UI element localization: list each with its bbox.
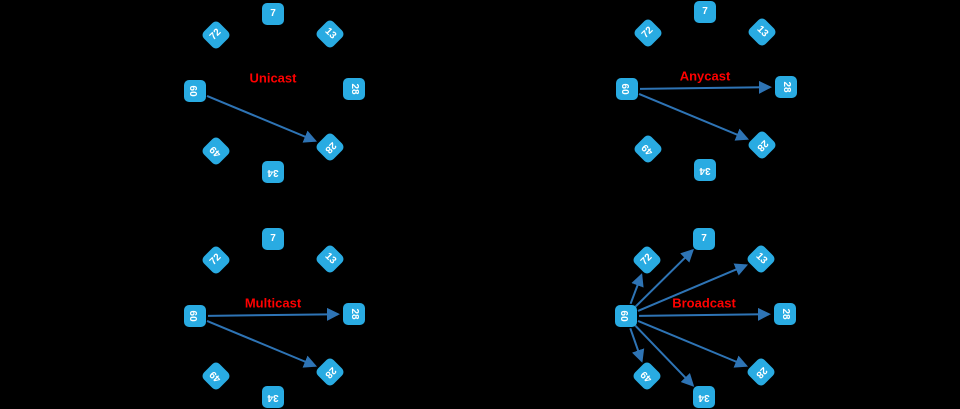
node-34: 34 xyxy=(262,161,284,183)
arrow-broadcast-left-to-lower-left xyxy=(629,327,645,363)
node-09: 09 xyxy=(615,305,637,327)
arrow-anycast-left-to-right xyxy=(639,80,772,94)
node-28: 28 xyxy=(343,303,365,325)
node-7: 7 xyxy=(694,1,716,23)
node-34: 34 xyxy=(693,386,715,408)
node-28: 28 xyxy=(343,78,365,100)
arrow-broadcast-left-to-upper-left xyxy=(629,273,644,305)
label-unicast: Unicast xyxy=(249,70,297,86)
arrow-unicast-left-to-lower-right xyxy=(206,95,318,143)
label-anycast: Anycast xyxy=(679,68,731,84)
arrow-broadcast-left-to-top xyxy=(634,248,695,308)
node-28: 28 xyxy=(775,76,797,98)
node-7: 7 xyxy=(693,228,715,250)
node-28: 28 xyxy=(774,303,796,325)
node-34: 34 xyxy=(694,159,716,181)
node-09: 09 xyxy=(184,80,206,102)
arrow-broadcast-left-to-lower-right xyxy=(637,320,749,368)
node-09: 09 xyxy=(616,78,638,100)
node-7: 7 xyxy=(262,3,284,25)
arrow-multicast-left-to-lower-right xyxy=(206,320,318,368)
arrow-broadcast-left-to-upper-right xyxy=(637,263,749,312)
label-broadcast: Broadcast xyxy=(672,295,736,311)
node-7: 7 xyxy=(262,228,284,250)
arrow-broadcast-left-to-bottom xyxy=(634,324,695,387)
arrow-broadcast-left-to-right xyxy=(638,307,771,321)
node-34: 34 xyxy=(262,386,284,408)
arrow-anycast-left-to-lower-right xyxy=(638,93,750,141)
label-multicast: Multicast xyxy=(244,295,302,311)
node-09: 09 xyxy=(184,305,206,327)
arrow-multicast-left-to-right xyxy=(207,307,340,321)
